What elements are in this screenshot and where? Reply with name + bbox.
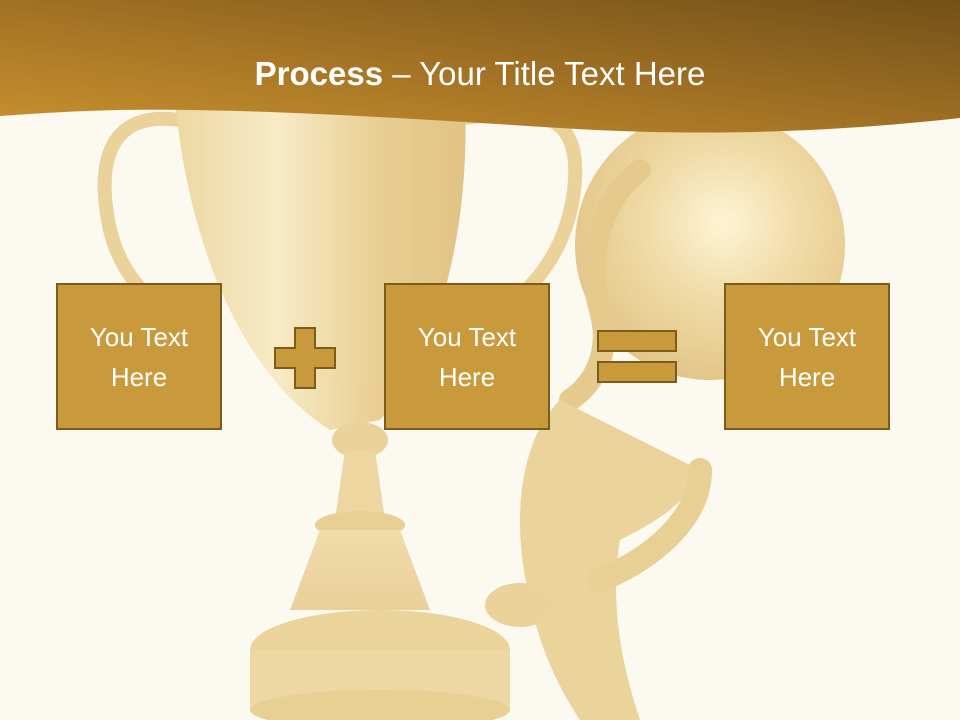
- process-box-2-text: You Text Here: [417, 321, 517, 392]
- equals-icon: [597, 330, 677, 383]
- title-bold-part: Process: [254, 55, 384, 92]
- process-box-2[interactable]: You Text Here: [384, 283, 550, 430]
- process-box-3-text: You Text Here: [757, 321, 857, 392]
- process-box-1-text: You Text Here: [89, 321, 189, 392]
- title-separator: –: [383, 55, 420, 92]
- title-text: Your Title Text Here: [419, 55, 706, 92]
- plus-icon: [274, 327, 336, 389]
- process-box-3[interactable]: You Text Here: [724, 283, 890, 430]
- page-title: Process – Your Title Text Here: [0, 52, 960, 96]
- process-box-1[interactable]: You Text Here: [56, 283, 222, 430]
- title-banner: [0, 0, 960, 133]
